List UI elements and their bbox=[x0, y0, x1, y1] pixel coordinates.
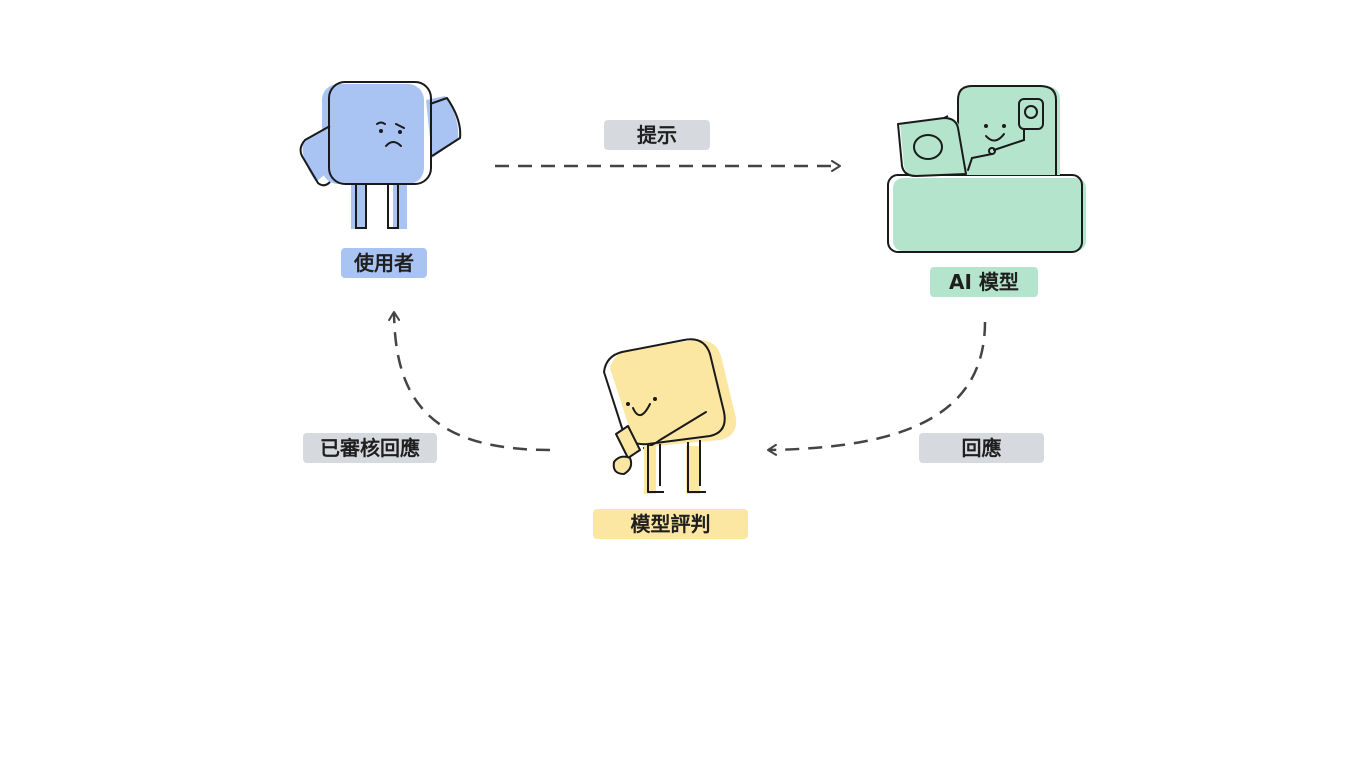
response-label: 回應 bbox=[919, 433, 1044, 463]
robot-icon bbox=[887, 85, 1086, 253]
reviewed-response-label: 已審核回應 bbox=[303, 433, 437, 463]
prompt-label: 提示 bbox=[604, 120, 710, 150]
response-arrow bbox=[767, 321, 987, 456]
judge-icon bbox=[603, 338, 737, 494]
user-label: 使用者 bbox=[341, 248, 427, 278]
reviewed-response-arrow bbox=[388, 311, 551, 452]
ai-model-label: AI 模型 bbox=[930, 267, 1038, 297]
judge-label: 模型評判 bbox=[593, 509, 748, 539]
user-icon bbox=[299, 81, 462, 229]
